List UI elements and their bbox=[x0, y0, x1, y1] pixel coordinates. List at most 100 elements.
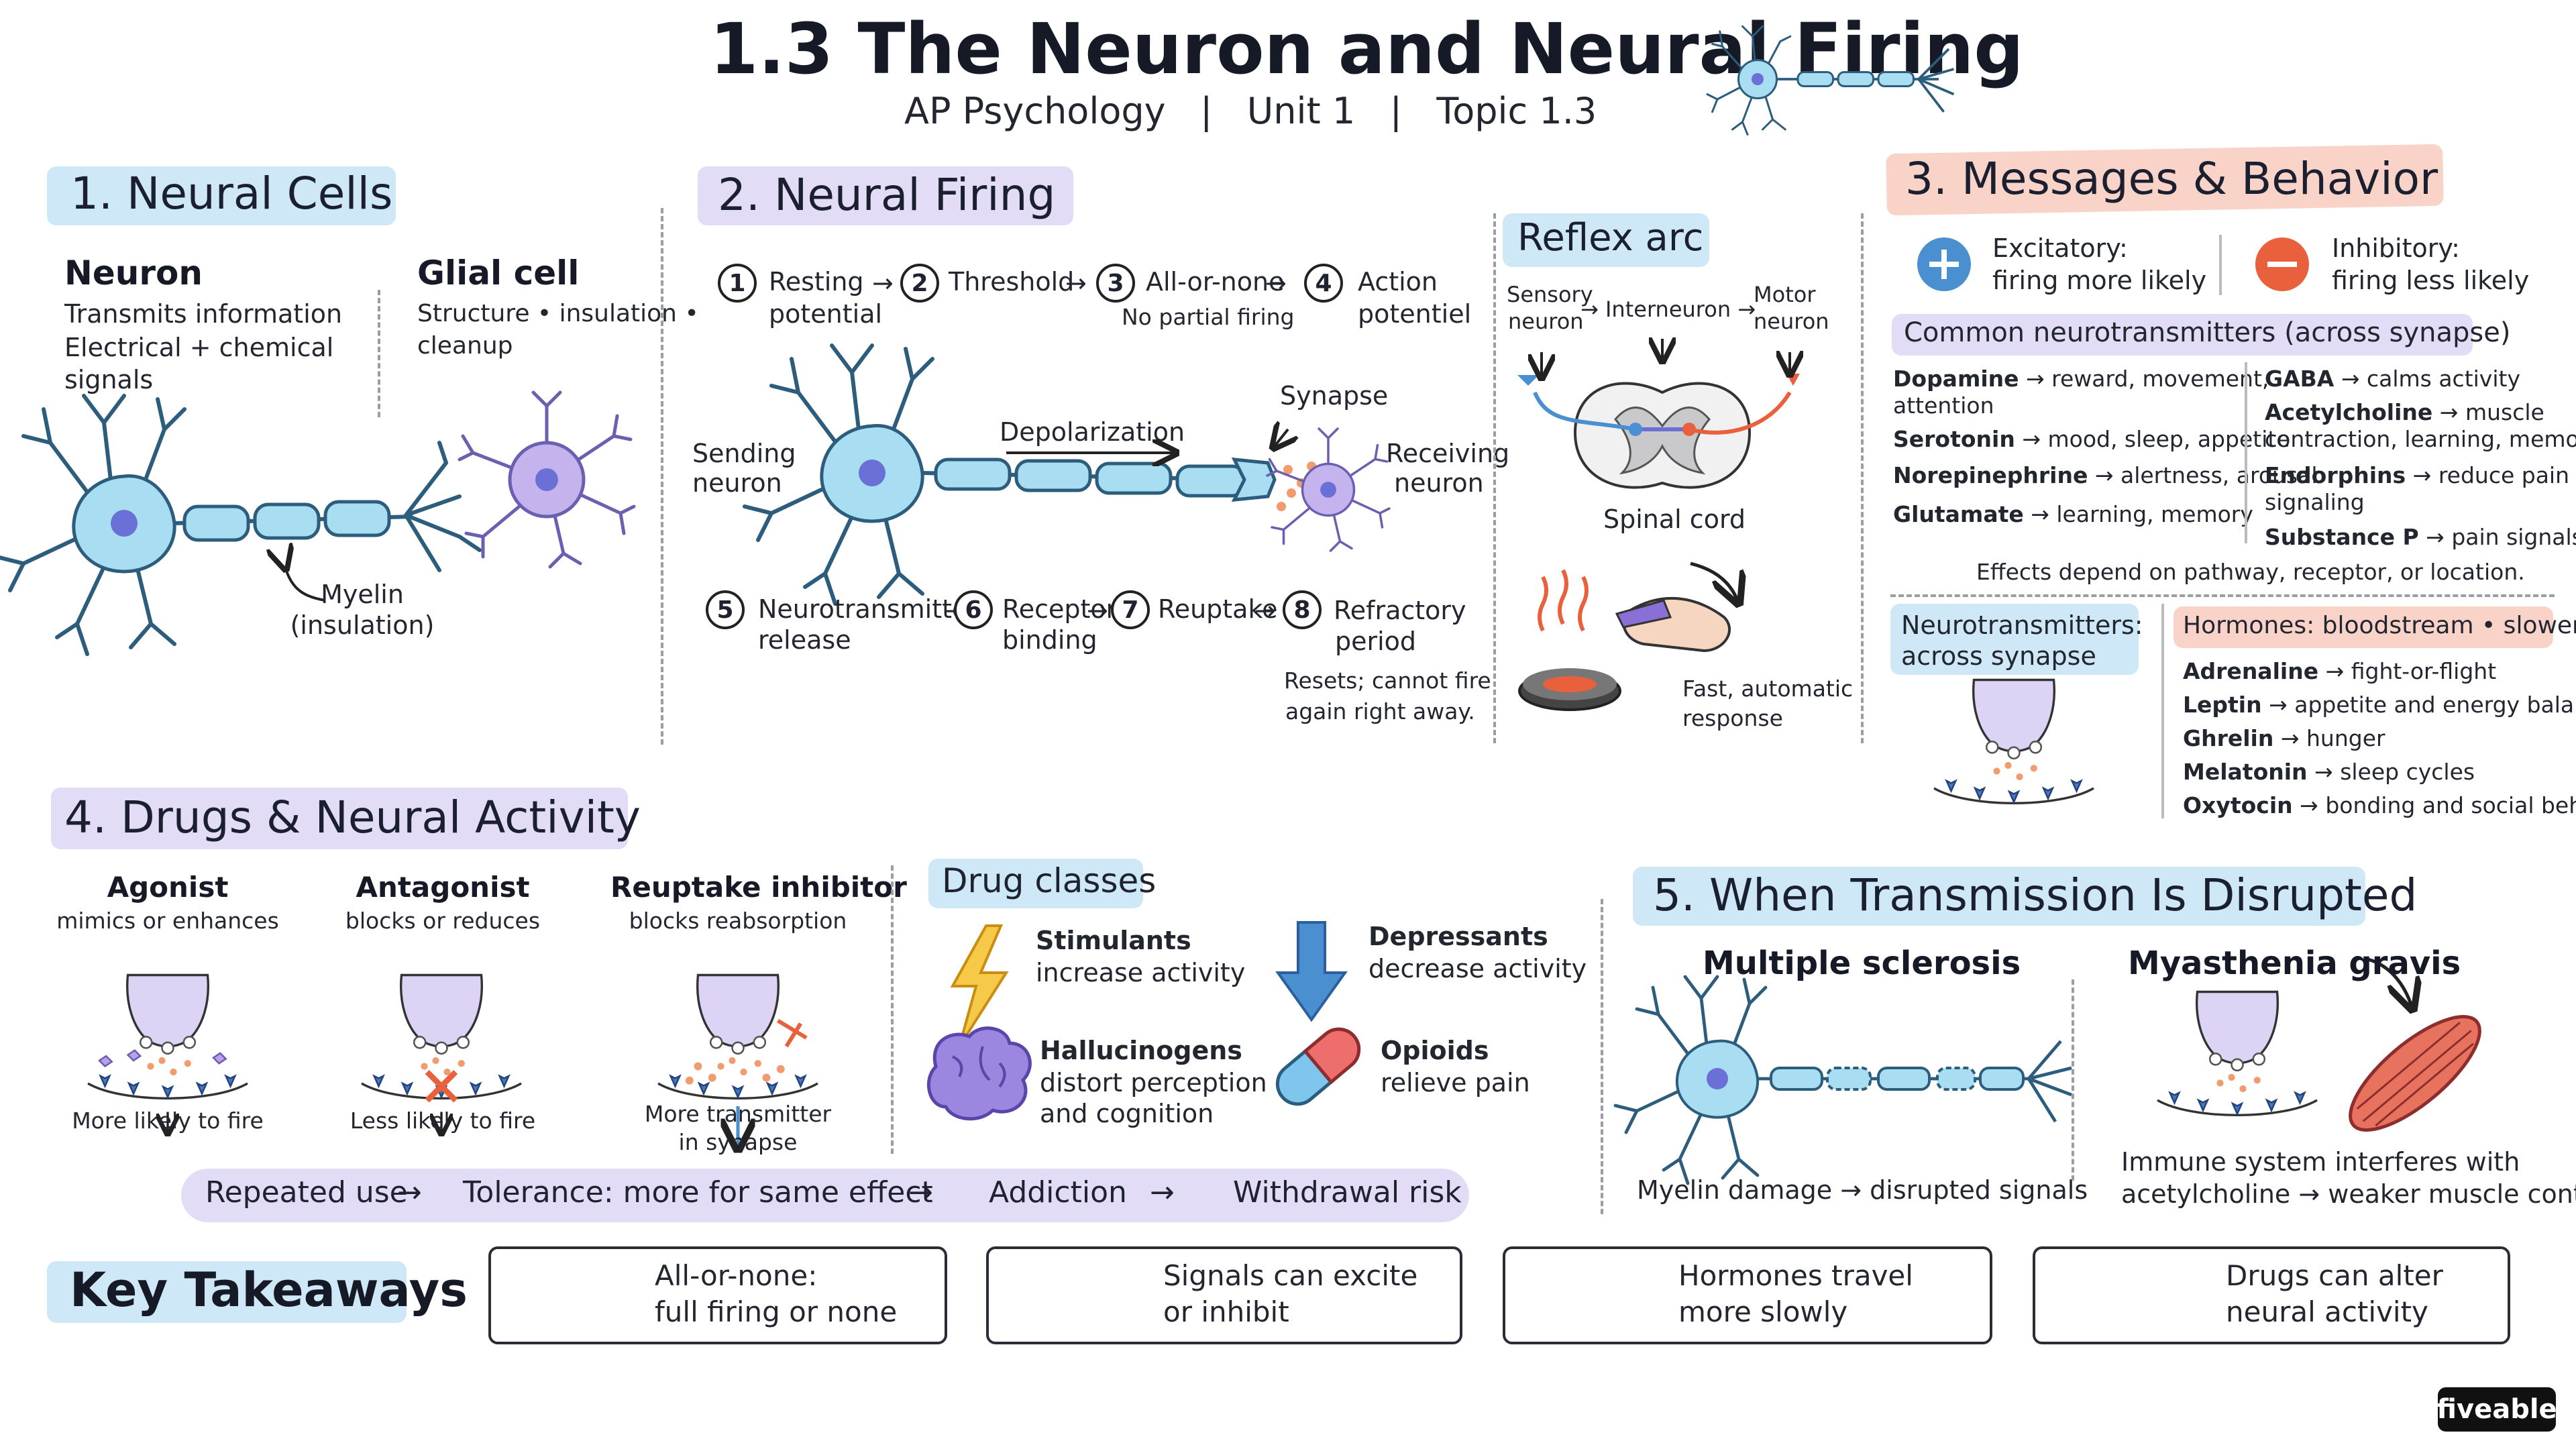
s4-divider bbox=[891, 865, 894, 1154]
step-3-label: All-or-none bbox=[1146, 267, 1285, 297]
nt-box-2: across synapse bbox=[1901, 641, 2096, 671]
step-4-label: Action bbox=[1358, 267, 1438, 297]
mg-note-1: Immune system interferes with bbox=[2121, 1147, 2520, 1177]
receiving-label-2: neuron bbox=[1394, 468, 1484, 498]
glial-heading: Glial cell bbox=[417, 254, 580, 292]
chain-arrow-2: → bbox=[908, 1175, 933, 1210]
section1-highlight bbox=[47, 166, 396, 225]
depressants-desc: decrease activity bbox=[1368, 954, 1587, 983]
takeaway-card-4 bbox=[2033, 1246, 2510, 1344]
section3-title: 3. Messages & Behavior bbox=[1905, 153, 2438, 205]
agonist-result: More likely to fire bbox=[72, 1108, 264, 1134]
response-label-1: Fast, automatic bbox=[1682, 676, 1854, 702]
reuptake-sub: blocks reabsorption bbox=[629, 908, 847, 934]
chain-withdrawal: Withdrawal risk bbox=[1233, 1175, 1462, 1210]
mg-synapse-illustration bbox=[2156, 990, 2318, 1117]
opioids-name: Opioids bbox=[1381, 1036, 1489, 1065]
takeaway-card-1 bbox=[488, 1246, 947, 1344]
receiving-label: Receiving bbox=[1386, 439, 1510, 468]
nt-gaba: GABA → calms activity bbox=[2265, 366, 2520, 392]
hallucinogens-desc-2: and cognition bbox=[1040, 1099, 1214, 1128]
motor-label: Motor bbox=[1754, 282, 1816, 307]
section1-title: 1. Neural Cells bbox=[70, 168, 393, 219]
step-5-label: Neurotransmitter bbox=[758, 594, 978, 624]
inhibitory-minus-icon bbox=[2255, 237, 2309, 291]
s4-s5-divider bbox=[1601, 899, 1603, 1214]
step-6-label-2: binding bbox=[1002, 625, 1097, 655]
chain-repeated-use: Repeated use bbox=[205, 1175, 408, 1210]
takeaway-3-line-2: more slowly bbox=[1678, 1295, 1848, 1328]
takeaway-4-line-1: Drugs can alter bbox=[2226, 1259, 2443, 1292]
mg-title: Myasthenia gravis bbox=[2128, 945, 2461, 982]
step-3-badge: 3 bbox=[1096, 264, 1135, 303]
s1-s2-divider bbox=[661, 208, 663, 745]
ms-neuron-illustration bbox=[1615, 977, 2072, 1183]
nt-acetylcholine: Acetylcholine → muscle bbox=[2265, 399, 2544, 425]
chain-addiction: Addiction bbox=[989, 1175, 1127, 1210]
step-5-badge: 5 bbox=[706, 590, 745, 629]
synapse-nt-illustration bbox=[1933, 678, 2095, 805]
nt-endorphins-2: signaling bbox=[2265, 489, 2365, 515]
sensory-label: Sensory bbox=[1507, 282, 1593, 307]
sending-label: Sending bbox=[692, 439, 796, 468]
nt-substance-p: Substance P → pain signals bbox=[2265, 524, 2576, 550]
chain-arrow-3: → bbox=[1150, 1175, 1175, 1210]
hallucinogens-desc-1: distort perception bbox=[1040, 1068, 1267, 1097]
interneuron-text: Interneuron bbox=[1605, 297, 1731, 322]
arrow-3: → bbox=[1265, 268, 1287, 298]
takeaway-card-3 bbox=[1503, 1246, 1992, 1344]
excitatory-plus-icon bbox=[1917, 237, 1971, 291]
section4-title: 4. Drugs & Neural Activity bbox=[64, 792, 641, 843]
reuptake-synapse-illustration bbox=[657, 973, 819, 1146]
antagonist-synapse-illustration bbox=[360, 973, 523, 1132]
takeaway-3-line-1: Hormones travel bbox=[1678, 1259, 1913, 1292]
step-8-label-2: period bbox=[1335, 627, 1417, 656]
exc-inh-divider bbox=[2219, 235, 2222, 295]
hot-stove-hand-illustration bbox=[1518, 561, 1737, 711]
takeaway-2-line-1: Signals can excite bbox=[1163, 1259, 1418, 1292]
antagonist-sub: blocks or reduces bbox=[345, 908, 541, 934]
antagonist-title: Antagonist bbox=[356, 871, 530, 904]
reflex-title: Reflex arc bbox=[1517, 216, 1704, 260]
down-arrow-icon bbox=[1275, 921, 1348, 1022]
nt-serotonin: Serotonin → mood, sleep, appetite bbox=[1893, 426, 2290, 452]
neuron-line-2: Electrical + chemical bbox=[64, 333, 334, 362]
sensory-label-2: neuron bbox=[1508, 309, 1584, 334]
s1-divider bbox=[378, 290, 380, 417]
nt-norepinephrine: Norepinephrine → alertness, arousal bbox=[1893, 462, 2318, 488]
header-neuron-icon bbox=[1706, 25, 1955, 136]
mg-note-2: acetylcholine → weaker muscle control bbox=[2121, 1179, 2576, 1209]
step-3-sub: No partial firing bbox=[1122, 304, 1295, 330]
reuptake-result-2: in synapse bbox=[678, 1129, 798, 1155]
nt-acetylcholine-2: contraction, learning, memory bbox=[2265, 426, 2576, 452]
hormone-adrenaline: Adrenaline → fight-or-flight bbox=[2183, 658, 2497, 684]
arrow-6: → bbox=[1087, 596, 1108, 625]
step-1-badge: 1 bbox=[718, 264, 757, 303]
s2-reflex-divider bbox=[1493, 213, 1496, 743]
excitatory-title: Excitatory: bbox=[1992, 233, 2128, 263]
ms-title: Multiple sclerosis bbox=[1703, 945, 2021, 982]
hormones-title: Hormones: bloodstream • slower bbox=[2183, 612, 2576, 639]
takeaway-4-line-2: neural activity bbox=[2226, 1295, 2428, 1328]
nt-box-1: Neurotransmitters: bbox=[1901, 610, 2143, 640]
stimulants-desc: increase activity bbox=[1036, 958, 1246, 987]
inhibitory-title: Inhibitory: bbox=[2332, 233, 2460, 263]
nt-glutamate: Glutamate → learning, memory bbox=[1893, 501, 2253, 527]
depressants-name: Depressants bbox=[1368, 922, 1548, 951]
nt-endorphins: Endorphins → reduce pain bbox=[2265, 462, 2570, 488]
step-8-badge: 8 bbox=[1283, 590, 1322, 629]
nt-dopamine-2: attention bbox=[1893, 392, 1994, 419]
inhibitory-sub: firing less likely bbox=[2332, 266, 2530, 295]
section5-highlight bbox=[1633, 867, 2365, 926]
synapse-label: Synapse bbox=[1280, 381, 1389, 411]
step-4-badge: 4 bbox=[1304, 264, 1343, 303]
motor-label-2: neuron bbox=[1754, 309, 1829, 334]
spinal-cord-label: Spinal cord bbox=[1603, 504, 1746, 534]
drug-classes-title: Drug classes bbox=[942, 861, 1157, 900]
section2-highlight bbox=[698, 166, 1073, 225]
brand-logo: fiveable bbox=[2436, 1387, 2557, 1432]
common-nt-title: Common neurotransmitters (across synapse… bbox=[1904, 317, 2511, 348]
firing-neuron-illustration bbox=[745, 345, 1320, 604]
response-label-2: response bbox=[1682, 705, 1783, 731]
